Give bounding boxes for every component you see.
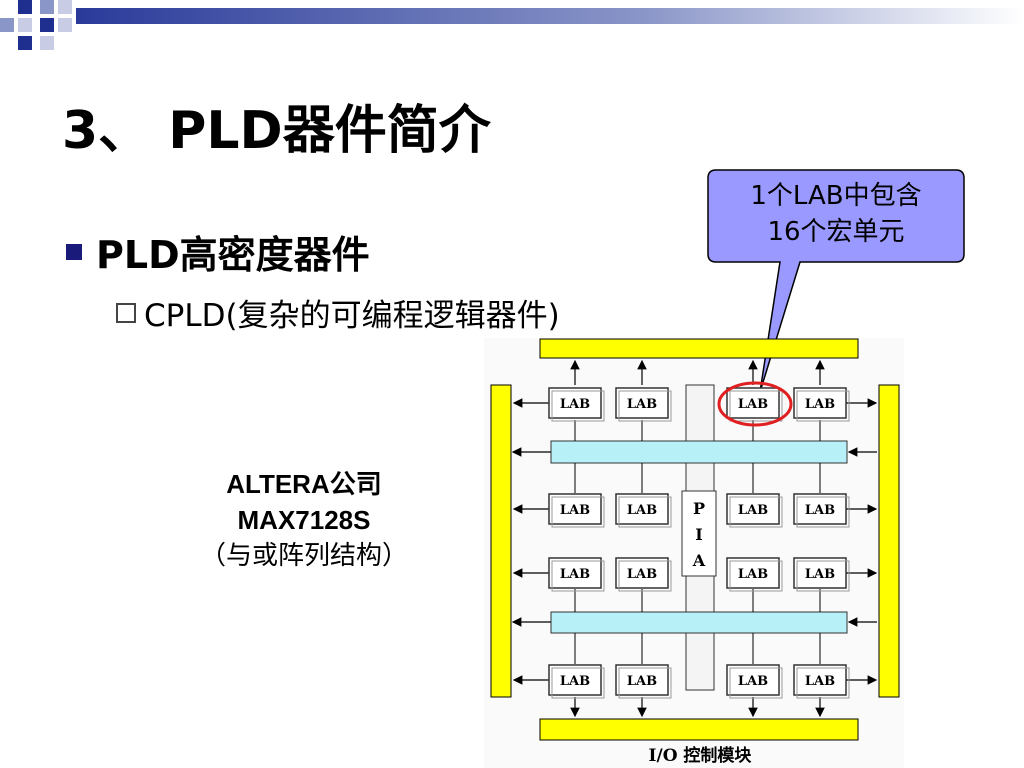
io-up-arrows [570,359,825,385]
io-down-arrows [570,697,825,718]
lab-label: LAB [805,503,835,518]
device-structure: （与或阵列结构） [199,541,408,571]
lab-block: LAB [615,387,672,422]
io-bar-bottom [539,718,859,741]
lab-block: LAB [615,557,672,592]
io-control-caption: I/O 控制模块 [649,745,753,766]
io-bar-right [878,384,900,698]
bullet-level1: PLD高密度器件 [66,224,370,279]
lab-label: LAB [805,674,835,689]
hollow-square-bullet-icon [116,302,136,323]
lab-block: LAB [548,387,605,422]
lab-label: LAB [627,567,657,582]
lab-label: LAB [738,567,768,582]
lab-block: LAB [793,664,850,699]
lab-label: LAB [560,567,590,582]
lab-block: LAB [615,493,672,528]
lab-block: LAB [793,387,850,422]
lab-block: LAB [726,664,783,699]
lab-label: LAB [627,674,657,689]
lab-label: LAB [805,397,835,412]
lab-label: LAB [738,674,768,689]
callout-line1: 1个LAB中包含 [750,181,922,211]
lab-bus-connectors [574,420,821,664]
lab-block: LAB [548,493,605,528]
bullet-level1-text: PLD高密度器件 [96,233,370,277]
callout-bubble [707,169,965,393]
square-bullet-icon [66,243,82,260]
lab-label: LAB [627,503,657,518]
callout-text: 1个LAB中包含 16个宏单元 [706,178,966,250]
lab-block: LAB [726,557,783,592]
lab-label: LAB [738,397,768,412]
lab-block: LAB [726,493,783,528]
lab-label: LAB [627,397,657,412]
lab-block: LAB [615,664,672,699]
pia-letter-i: I [695,525,702,544]
lab-label: LAB [738,503,768,518]
lab-block: LAB [793,557,850,592]
io-bar-top [539,338,859,359]
highlighted-lab-ring [717,381,793,427]
lab-block: LAB [726,387,783,422]
pia-letter-p: P [693,499,705,518]
lab-label: LAB [560,674,590,689]
io-bar-left [490,384,512,698]
pia-bus-upper [550,440,848,464]
lab-block: LAB [548,557,605,592]
lab-block: LAB [548,664,605,699]
lab-block: LAB [793,493,850,528]
header-decoration [0,0,1024,50]
lab-label: LAB [560,503,590,518]
device-vendor: ALTERA公司 [226,469,382,499]
lab-label: LAB [805,567,835,582]
pia-label-box [681,490,717,577]
callout-line2: 16个宏单元 [767,217,905,247]
pia-letter-a: A [692,551,706,570]
pia-bus-lower [550,611,848,634]
bullet-level2: CPLD(复杂的可编程逻辑器件) [116,290,560,335]
slide-title: 3、 PLD器件简介 [62,101,491,161]
io-side-arrows [512,398,878,685]
device-model: MAX7128S [237,505,371,535]
bullet-level2-text: CPLD(复杂的可编程逻辑器件) [144,298,560,334]
device-label: ALTERA公司 MAX7128S （与或阵列结构） [196,466,412,574]
lab-label: LAB [560,397,590,412]
